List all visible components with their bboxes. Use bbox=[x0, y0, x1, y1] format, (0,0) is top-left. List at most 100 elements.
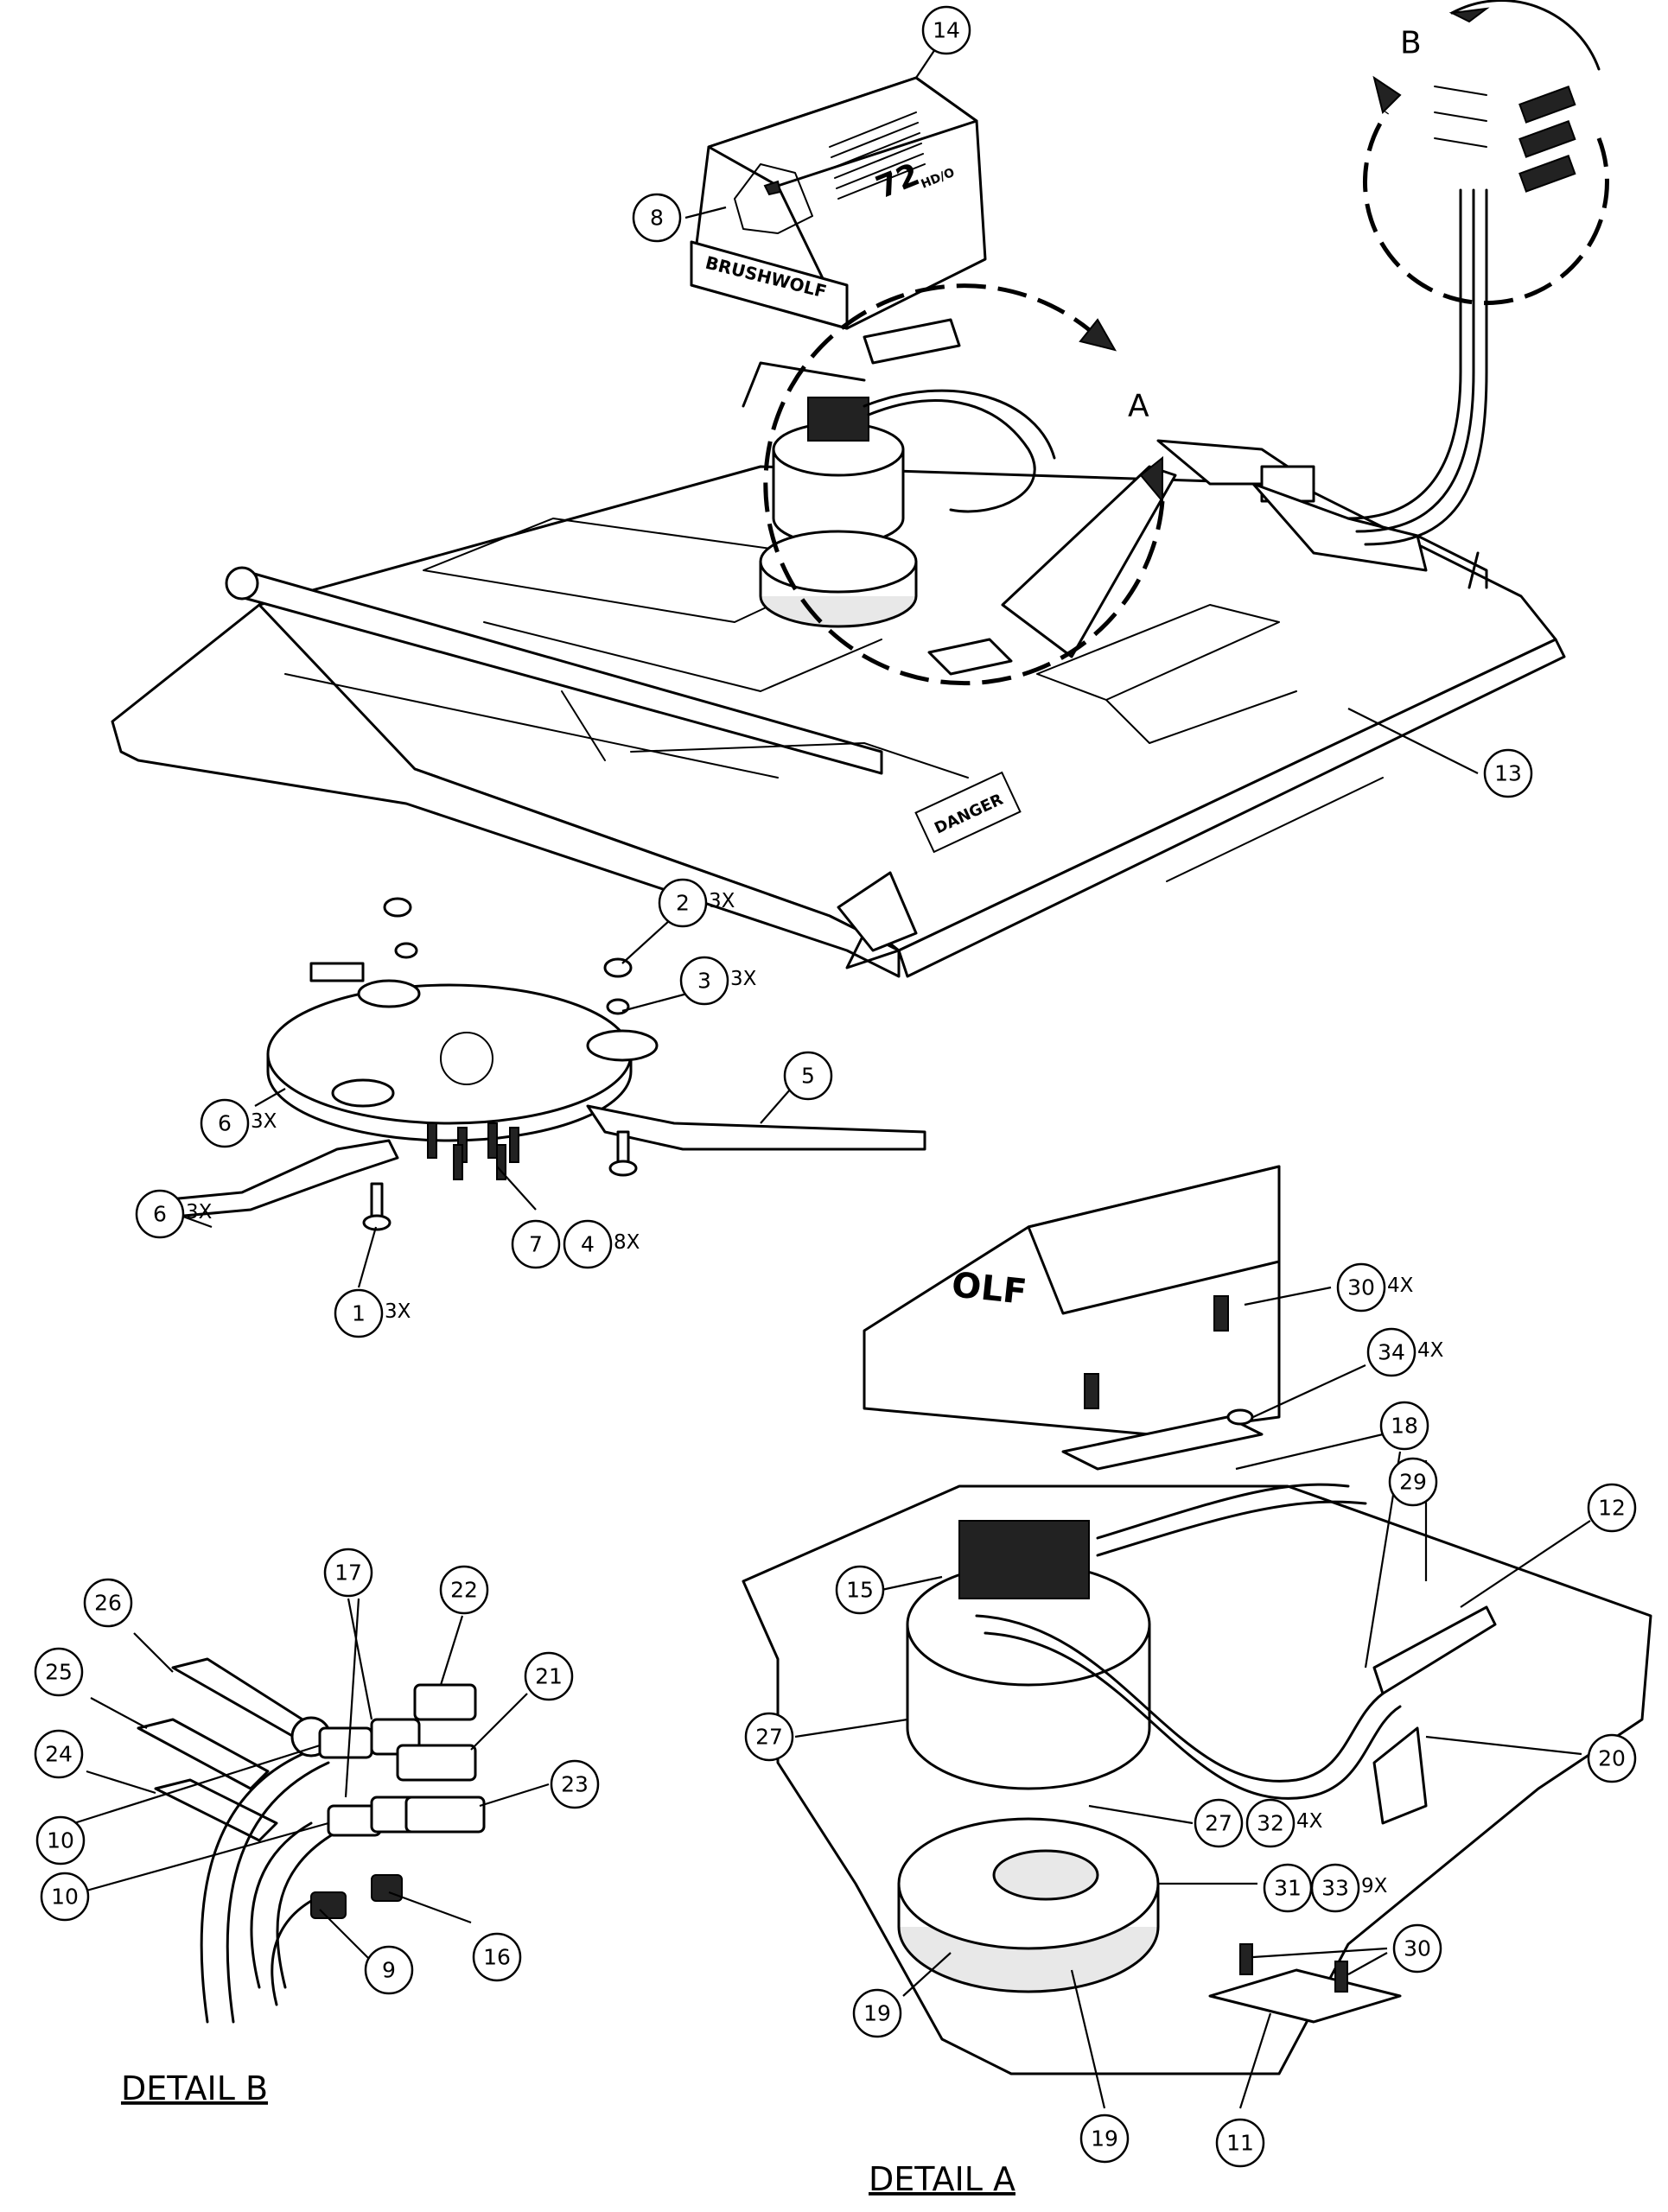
leader-lines bbox=[60, 38, 1591, 2109]
detail-a-title: DETAIL A bbox=[869, 2160, 1015, 2198]
detail-a-brand-fragment: OLF bbox=[950, 1265, 1028, 1313]
callout-34: 34 4X bbox=[1366, 1327, 1444, 1377]
callout-circle bbox=[632, 193, 682, 243]
callout-circle bbox=[1336, 1262, 1386, 1313]
callout-number: 7 bbox=[529, 1232, 543, 1257]
callout-3: 3 3X bbox=[679, 956, 757, 1006]
callout-number: 11 bbox=[1226, 2131, 1254, 2156]
callout-circle bbox=[40, 1872, 90, 1922]
callout-32: 32 4X bbox=[1245, 1798, 1323, 1848]
callout-10: 10 bbox=[35, 1815, 86, 1866]
callout-number: 19 bbox=[1091, 2126, 1118, 2152]
blade-carrier bbox=[150, 897, 926, 1231]
quick-couplers bbox=[310, 1683, 486, 1919]
callout-circle bbox=[658, 878, 708, 928]
callout-number: 3 bbox=[697, 969, 711, 994]
callout-circle bbox=[1388, 1457, 1438, 1507]
callout-number: 16 bbox=[483, 1945, 511, 1970]
callout-quantity: 3X bbox=[730, 968, 757, 990]
callout-number: 25 bbox=[45, 1660, 73, 1685]
callout-number: 2 bbox=[676, 891, 690, 916]
callout-number: 30 bbox=[1404, 1936, 1431, 1961]
callout-quantity: 9X bbox=[1361, 1875, 1388, 1897]
callout-number: 31 bbox=[1274, 1876, 1302, 1901]
callout-9: 9 bbox=[364, 1945, 414, 1995]
callout-quantity: 4X bbox=[1387, 1274, 1414, 1297]
callout-31: 31 bbox=[1263, 1863, 1313, 1913]
callout-26: 26 bbox=[83, 1578, 133, 1628]
motor-hood: 72 HD/O BRUSHWOLF bbox=[690, 76, 987, 365]
callout-circle bbox=[323, 1548, 373, 1598]
callout-number: 10 bbox=[51, 1885, 79, 1910]
callout-circle bbox=[334, 1288, 384, 1338]
blade-bolts bbox=[427, 1122, 519, 1180]
callout-circle bbox=[472, 1932, 522, 1982]
callout-circle bbox=[364, 1945, 414, 1995]
callout-circle bbox=[835, 1565, 885, 1615]
callout-circle bbox=[1215, 2118, 1265, 2168]
callout-number: 32 bbox=[1257, 1811, 1284, 1836]
callout-circle bbox=[1310, 1863, 1360, 1913]
callout-number: 30 bbox=[1347, 1275, 1375, 1300]
wolf-logo-icon bbox=[734, 163, 813, 234]
callout-18: 18 bbox=[1379, 1401, 1429, 1451]
callout-number: 34 bbox=[1378, 1340, 1405, 1365]
callout-23: 23 bbox=[550, 1759, 600, 1809]
callout-quantity: 4X bbox=[1417, 1339, 1444, 1362]
callout-circle bbox=[1379, 1401, 1429, 1451]
callout-number: 13 bbox=[1494, 761, 1522, 786]
callout-number: 29 bbox=[1399, 1470, 1427, 1495]
callout-circle bbox=[679, 956, 729, 1006]
callout-27: 27 bbox=[1194, 1798, 1244, 1848]
callout-quantity: 3X bbox=[186, 1201, 213, 1224]
callout-22: 22 bbox=[439, 1565, 489, 1615]
callout-number: 14 bbox=[933, 18, 960, 43]
callout-number: 22 bbox=[450, 1578, 478, 1603]
callout-number: 1 bbox=[352, 1301, 366, 1326]
callout-circle bbox=[34, 1729, 84, 1779]
callout-number: 8 bbox=[650, 206, 664, 231]
callout-circle bbox=[1079, 2113, 1130, 2164]
callout-circle bbox=[524, 1651, 574, 1701]
callout-16: 16 bbox=[472, 1932, 522, 1982]
callout-19: 19 bbox=[852, 1988, 902, 2038]
hydraulic-hoses bbox=[1346, 188, 1488, 589]
callout-number: 19 bbox=[863, 2001, 891, 2026]
callout-number: 24 bbox=[45, 1742, 73, 1767]
callout-circle bbox=[550, 1759, 600, 1809]
callout-30: 30 4X bbox=[1336, 1262, 1414, 1313]
mower-deck: DANGER bbox=[111, 361, 1566, 978]
detail-b-indicator: B bbox=[1362, 0, 1609, 306]
callout-circle bbox=[83, 1578, 133, 1628]
callout-circle bbox=[34, 1647, 84, 1697]
callout-number: 10 bbox=[47, 1828, 74, 1853]
callout-10: 10 bbox=[40, 1872, 90, 1922]
callout-number: 6 bbox=[153, 1202, 167, 1227]
callout-circle bbox=[921, 5, 971, 55]
callout-circle bbox=[1587, 1733, 1637, 1783]
vent-slots bbox=[829, 111, 926, 200]
callout-27: 27 bbox=[744, 1712, 794, 1762]
callout-6: 6 3X bbox=[135, 1189, 213, 1239]
detail-a-view: OLF bbox=[742, 1165, 1652, 2075]
callout-circle bbox=[1194, 1798, 1244, 1848]
callout-2: 2 3X bbox=[658, 878, 735, 928]
callout-quantity: 3X bbox=[709, 890, 735, 912]
callout-circle bbox=[35, 1815, 86, 1866]
callout-circle bbox=[1366, 1327, 1417, 1377]
callout-15: 15 bbox=[835, 1565, 885, 1615]
callout-number: 27 bbox=[755, 1725, 783, 1750]
callout-5: 5 bbox=[783, 1051, 833, 1101]
callout-quantity: 4X bbox=[1296, 1810, 1323, 1833]
callout-12: 12 bbox=[1587, 1483, 1637, 1533]
callout-number: 17 bbox=[334, 1560, 362, 1586]
callout-number: 6 bbox=[218, 1111, 232, 1136]
callout-30: 30 bbox=[1392, 1923, 1442, 1974]
callout-7: 7 bbox=[511, 1219, 561, 1269]
callout-number: 12 bbox=[1598, 1496, 1626, 1521]
callout-number: 27 bbox=[1205, 1811, 1232, 1836]
callout-21: 21 bbox=[524, 1651, 574, 1701]
